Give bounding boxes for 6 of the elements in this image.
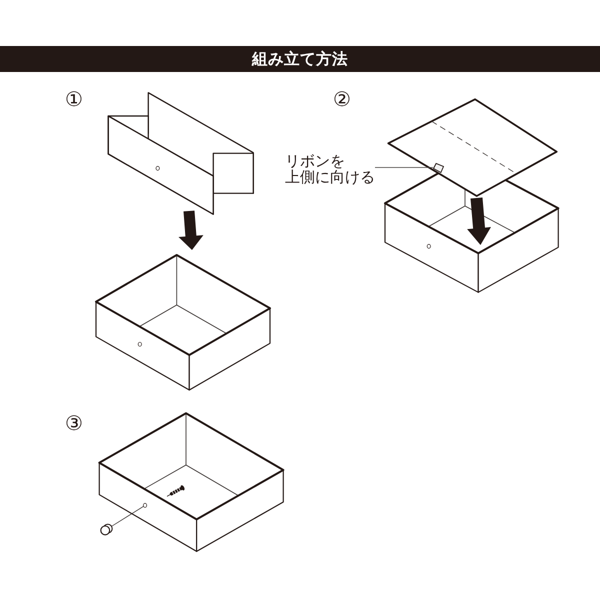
title-bar: 組み立て方法 xyxy=(0,46,600,72)
step-number: ③ xyxy=(65,413,83,433)
callout-text: リボンを上側に向ける xyxy=(285,153,375,185)
step-number: ① xyxy=(65,89,83,109)
ribbon-tab xyxy=(433,162,444,172)
step-number: ② xyxy=(333,89,351,109)
